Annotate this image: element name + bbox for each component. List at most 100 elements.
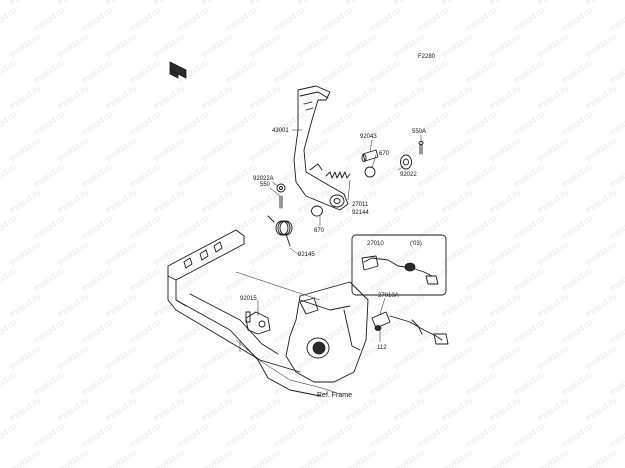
watermark-text: motod.ru [583,447,618,468]
torsion-spring-92145 [267,215,293,247]
watermark-text: motod.ru [31,265,66,294]
watermark-text: motod.ru [343,447,378,468]
watermark-text: motod.ru [463,317,498,346]
watermark-text: motod.ru [439,83,474,112]
watermark-text: motod.ru [535,447,570,468]
label-92043: 92043 [360,134,377,140]
watermark-text: motod.ru [223,5,258,34]
watermark-text: motod.ru [583,83,618,112]
watermark-text: motod.ru [367,265,402,294]
label-43001: 43001 [272,128,289,134]
watermark-text: motod.ru [175,161,210,190]
watermark-text: motod.ru [127,213,162,242]
watermark-text: motod.ru [487,343,522,372]
watermark-text: motod.ru [103,31,138,60]
o-ring-lower [311,205,323,217]
watermark-text: motod.ru [79,421,114,450]
watermark-text: motod.ru [0,5,18,34]
front-symbol [169,61,187,79]
label-92022a: 92022A [253,176,274,182]
watermark-text: motod.ru [79,265,114,294]
watermark-text: motod.ru [0,265,18,294]
watermark-text: motod.ru [7,343,42,372]
watermark-text: motod.ru [55,395,90,424]
watermark-text: motod.ru [55,343,90,372]
watermark-text: motod.ru [247,187,282,216]
watermark-text: motod.ru [103,395,138,424]
watermark-text: motod.ru [151,447,186,468]
watermark-text: motod.ru [103,343,138,372]
watermark-text: motod.ru [607,161,625,190]
watermark-text: motod.ru [319,5,354,34]
watermark-text: motod.ru [559,369,594,398]
watermark-text: motod.ru [463,109,498,138]
label-year-03: ('03) [410,241,422,247]
watermark-text: motod.ru [439,239,474,268]
watermark-text: motod.ru [31,57,66,86]
watermark-text: motod.ru [79,213,114,242]
watermark-text: motod.ru [319,57,354,86]
watermark-text: motod.ru [559,213,594,242]
watermark-text: motod.ru [79,317,114,346]
watermark-text: motod.ru [151,291,186,320]
watermark-text: motod.ru [415,213,450,242]
watermark-text: motod.ru [535,187,570,216]
watermark-text: motod.ru [103,135,138,164]
watermark-text: motod.ru [559,421,594,450]
watermark-text: motod.ru [535,31,570,60]
watermark-text: motod.ru [535,83,570,112]
watermark-text: motod.ru [223,109,258,138]
watermark-text: motod.ru [31,5,66,34]
watermark-text: motod.ru [487,187,522,216]
watermark-text: motod.ru [511,317,546,346]
watermark-text: motod.ru [511,57,546,86]
watermark-text: motod.ru [343,395,378,424]
watermark-text: motod.ru [175,421,210,450]
watermark-text: motod.ru [391,187,426,216]
watermark-text: motod.ru [511,5,546,34]
watermark-text: motod.ru [199,291,234,320]
watermark-text: motod.ru [583,239,618,268]
watermark-text: motod.ru [487,447,522,468]
watermark-text: motod.ru [79,369,114,398]
watermark-text: motod.ru [199,31,234,60]
watermark-text: motod.ru [295,135,330,164]
watermark-text: motod.ru [319,421,354,450]
watermark-text: motod.ru [295,187,330,216]
watermark-text: motod.ru [439,343,474,372]
bolt-92015 [245,311,251,323]
label-670-lower: 670 [314,228,325,234]
watermark-text: motod.ru [55,239,90,268]
watermark-text: motod.ru [367,317,402,346]
watermark-text: motod.ru [151,31,186,60]
watermark-text: motod.ru [127,421,162,450]
watermark-text: motod.ru [607,57,625,86]
watermark-text: motod.ru [367,5,402,34]
cotter-pin-550 [279,195,283,209]
watermark-text: motod.ru [487,135,522,164]
watermark-text: motod.ru [127,161,162,190]
switch-detail-box [351,234,447,296]
watermark-text: motod.ru [55,447,90,468]
watermark-text: motod.ru [199,239,234,268]
watermark-text: motod.ru [0,213,18,242]
watermark-text: motod.ru [415,57,450,86]
watermark-text: motod.ru [127,57,162,86]
watermark-text: motod.ru [0,109,18,138]
label-27010: 27010 [367,241,384,247]
watermark-text: motod.ru [7,187,42,216]
watermark-text: motod.ru [175,265,210,294]
watermark-text: motod.ru [607,265,625,294]
pedal-pin [361,149,379,162]
watermark-text: motod.ru [535,343,570,372]
watermark-text: motod.ru [319,213,354,242]
watermark-text: motod.ru [223,213,258,242]
watermark-text: motod.ru [319,109,354,138]
watermark-text: motod.ru [343,83,378,112]
watermark-text: motod.ru [223,369,258,398]
label-27011: 27011 [352,202,369,208]
watermark-text: motod.ru [199,395,234,424]
leader-lines [235,129,422,395]
watermark-text: motod.ru [199,447,234,468]
